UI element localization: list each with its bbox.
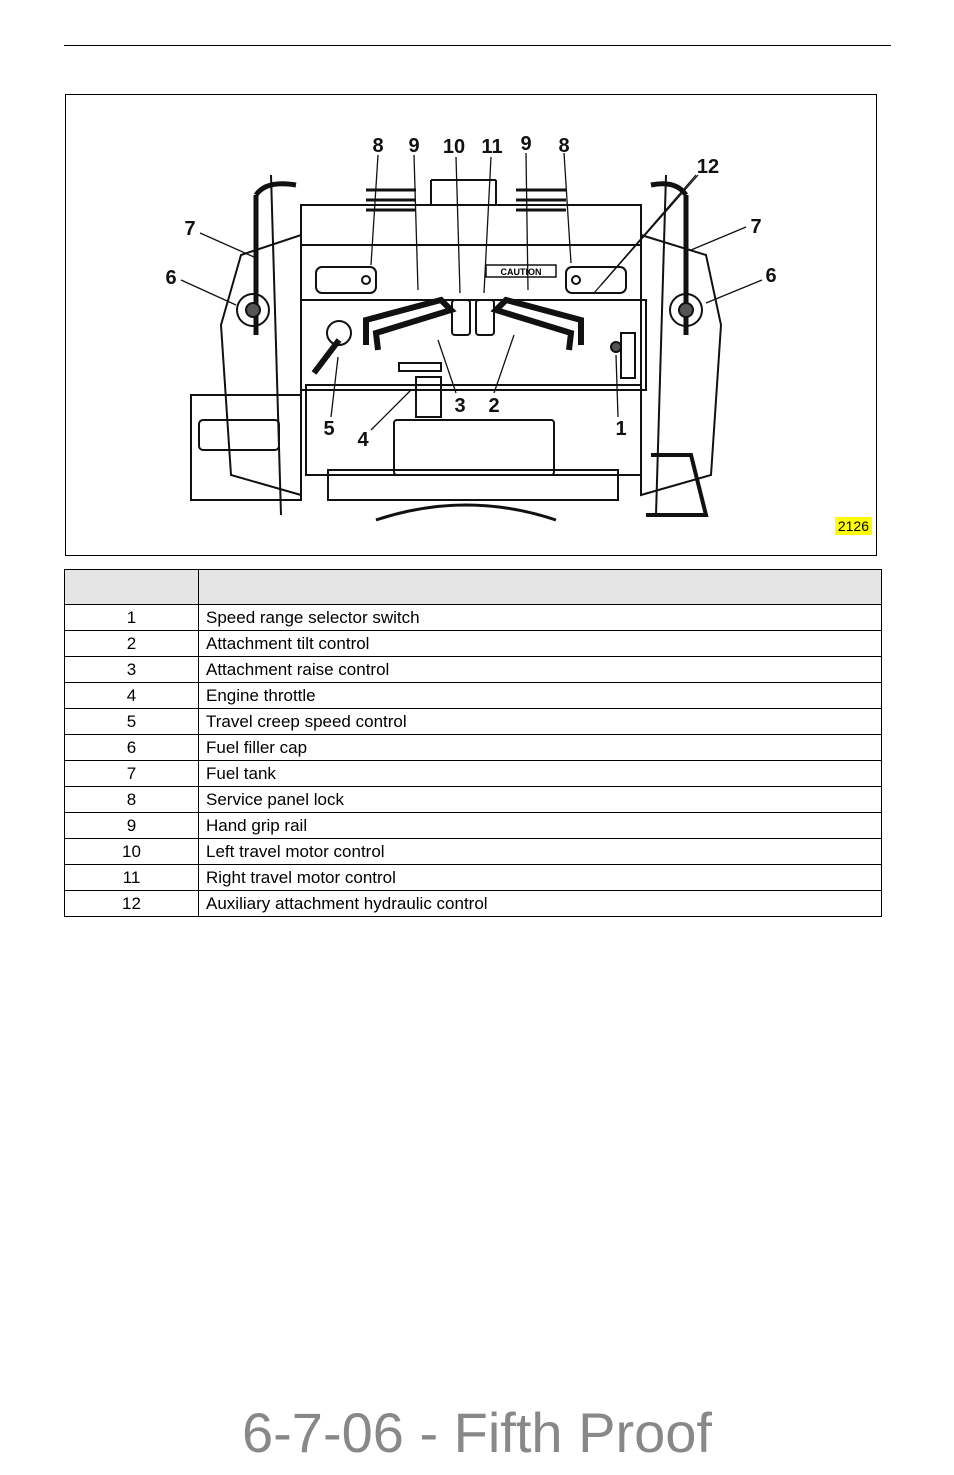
item-description: Service panel lock [198, 786, 882, 813]
item-number: 3 [64, 656, 199, 683]
item-number: 12 [64, 890, 199, 917]
callout-6-right: 6 [765, 265, 776, 287]
item-description: Travel creep speed control [198, 708, 882, 735]
item-description: Right travel motor control [198, 864, 882, 891]
caution-decal [485, 264, 557, 278]
callout-6-left: 6 [165, 267, 176, 289]
callout-11: 11 [481, 136, 502, 158]
callout-3: 3 [454, 395, 465, 417]
callout-7-left: 7 [184, 218, 195, 240]
item-description: Hand grip rail [198, 812, 882, 839]
item-number: 7 [64, 760, 199, 787]
legend-header-number [64, 569, 199, 605]
callout-8-left: 8 [372, 135, 383, 157]
callout-2: 2 [488, 395, 499, 417]
callout-10: 10 [443, 136, 465, 158]
item-number: 1 [64, 604, 199, 631]
callout-4: 4 [357, 429, 369, 451]
item-number: 11 [64, 864, 199, 891]
control-panel-figure: CAUTION 8 9 10 11 9 8 12 7 [65, 94, 877, 556]
top-rule [64, 45, 891, 46]
callout-9-right: 9 [520, 133, 531, 155]
item-description: Fuel filler cap [198, 734, 882, 761]
callout-7-right: 7 [750, 216, 761, 238]
item-number: 6 [64, 734, 199, 761]
legend-header-description [198, 569, 882, 605]
item-description: Left travel motor control [198, 838, 882, 865]
callout-9-left: 9 [408, 135, 419, 157]
item-description: Auxiliary attachment hydraulic control [198, 890, 882, 917]
item-number: 4 [64, 682, 199, 709]
item-description: Attachment raise control [198, 656, 882, 683]
item-description: Fuel tank [198, 760, 882, 787]
item-number: 8 [64, 786, 199, 813]
legend-header-row [64, 569, 882, 605]
callout-12: 12 [697, 156, 719, 178]
item-number: 5 [64, 708, 199, 735]
callout-8-right: 8 [558, 135, 569, 157]
figure-id-label: 2126 [834, 517, 872, 535]
item-description: Speed range selector switch [198, 604, 882, 631]
item-number: 2 [64, 630, 199, 657]
callout-1: 1 [615, 418, 626, 440]
control-panel-illustration: CAUTION 8 9 10 11 9 8 12 7 [165, 133, 777, 522]
caution-decal-text: CAUTION [501, 267, 542, 277]
item-description: Engine throttle [198, 682, 882, 709]
item-description: Attachment tilt control [198, 630, 882, 657]
proof-watermark: 6-7-06 - Fifth Proof [242, 1401, 712, 1464]
callout-5: 5 [323, 418, 334, 440]
item-number: 10 [64, 838, 199, 865]
item-number: 9 [64, 812, 199, 839]
